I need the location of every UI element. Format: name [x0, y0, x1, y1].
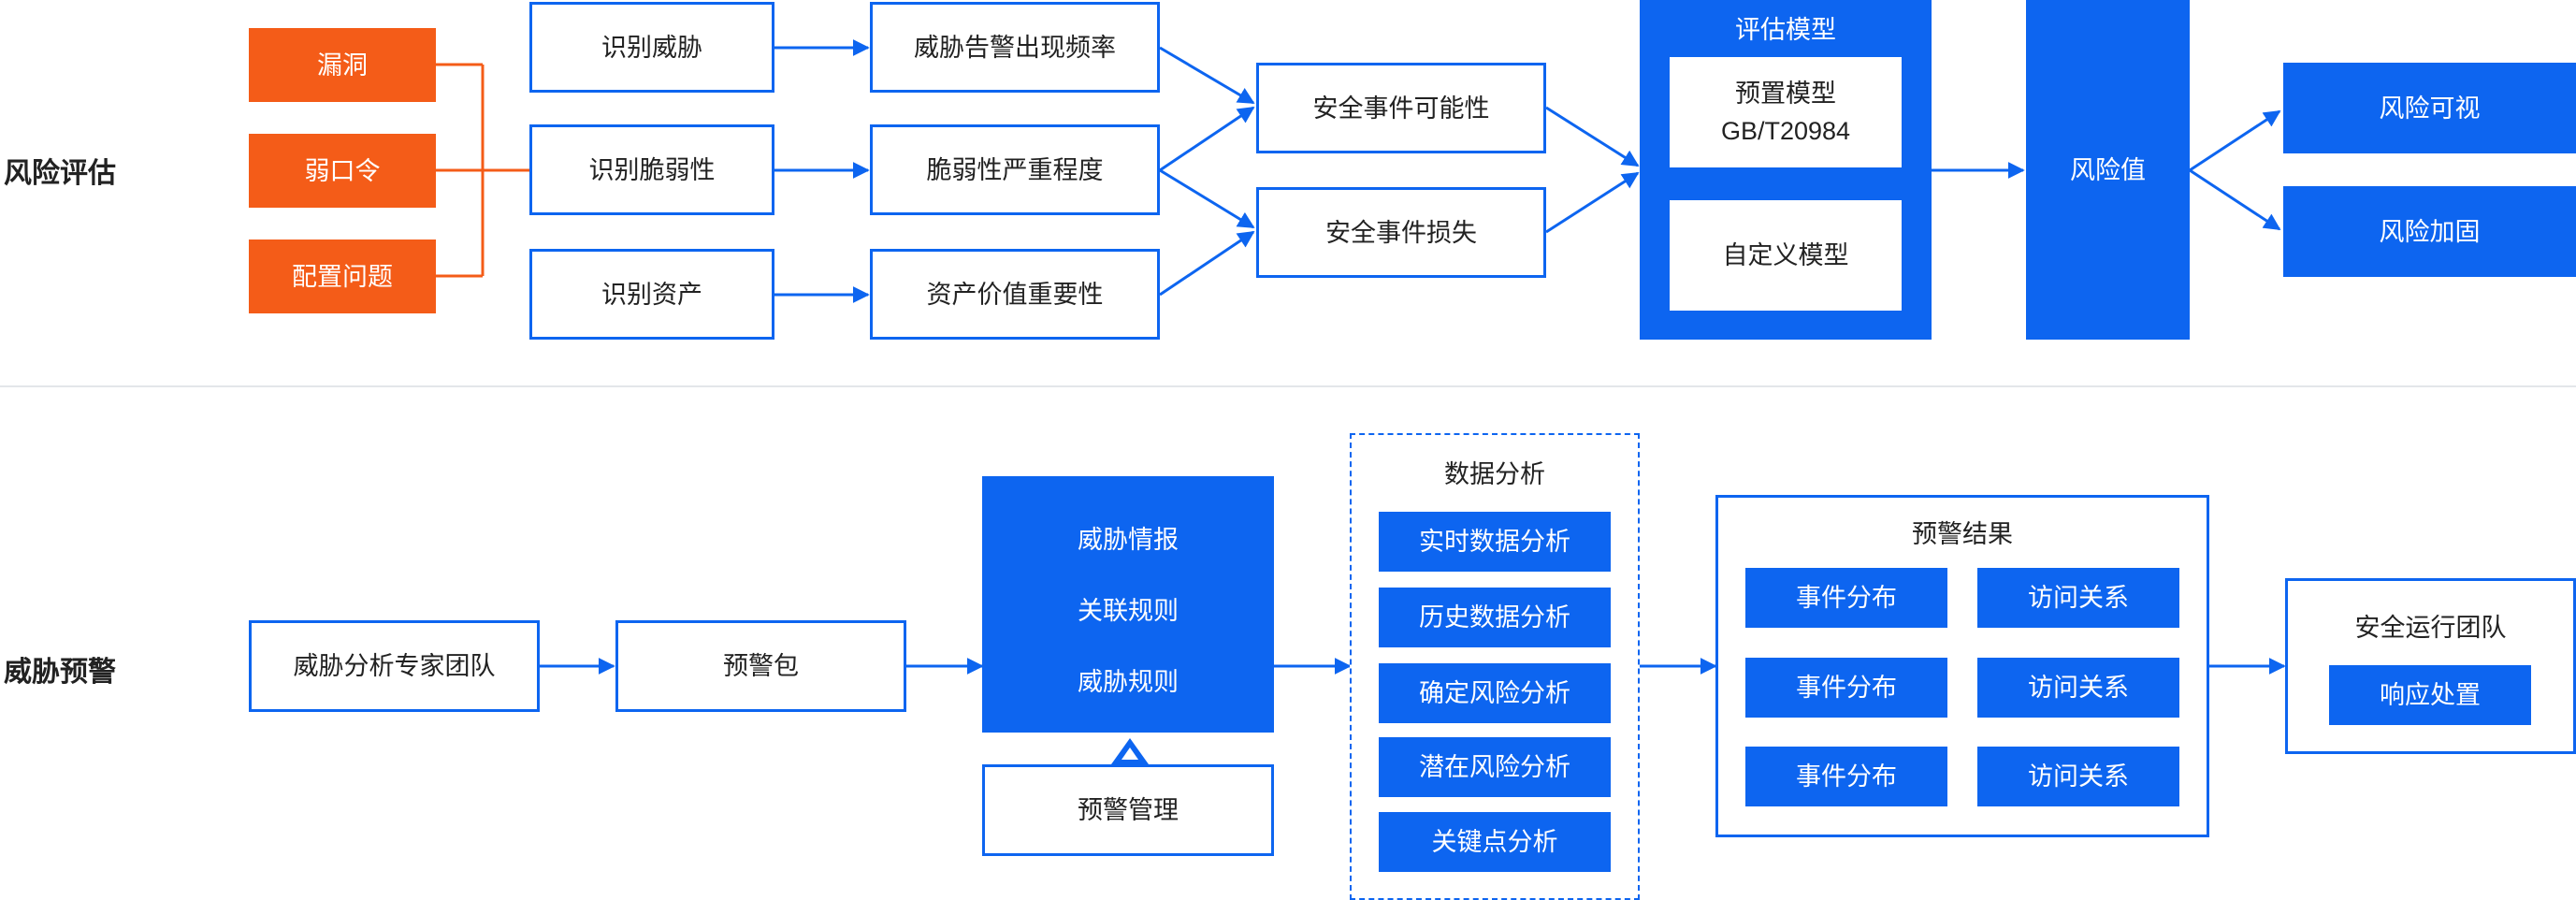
section-label-risk: 风险评估: [4, 158, 116, 189]
preset-model-standard: GB/T20984: [1720, 117, 1851, 145]
analysis-confirmed-risk: 确定风险分析: [1379, 663, 1611, 723]
result-access-relation: 访问关系: [1977, 658, 2179, 718]
threat-intel-item: 威胁情报: [1078, 526, 1179, 554]
analysis-historical: 历史数据分析: [1379, 588, 1611, 647]
result-event-distribution: 事件分布: [1745, 658, 1947, 718]
arrow-severity-to-loss: [1159, 168, 1255, 229]
section-divider: [0, 385, 2576, 387]
threat-analysis-team: 威胁分析专家团队: [249, 620, 540, 712]
factor-vulnerability-severity: 脆弱性严重程度: [870, 124, 1160, 215]
correlation-rules-item: 关联规则: [1078, 597, 1179, 625]
analysis-key-point: 关键点分析: [1379, 812, 1611, 872]
threat-intel-panel: [982, 476, 1274, 733]
arrow-likelihood-to-model: [1545, 106, 1640, 167]
arrow-severity-to-likelihood: [1159, 106, 1255, 172]
source-bracket: [436, 63, 529, 278]
custom-model: 自定义模型: [1670, 200, 1902, 311]
source-weak-password: 弱口令: [249, 134, 436, 208]
identify-threat: 识别威胁: [529, 2, 774, 93]
risk-value: 风险值: [2026, 0, 2190, 340]
analysis-potential-risk: 潜在风险分析: [1379, 737, 1611, 797]
warning-result-title: 预警结果: [1912, 520, 2013, 548]
result-event-distribution: 事件分布: [1745, 747, 1947, 806]
factor-asset-value: 资产价值重要性: [870, 249, 1160, 340]
security-ops-team-title: 安全运行团队: [2354, 614, 2507, 642]
analysis-realtime: 实时数据分析: [1379, 512, 1611, 572]
preset-model-name: 预置模型: [1735, 80, 1836, 108]
source-vulnerability: 漏洞: [249, 28, 436, 102]
arrow-value-to-visual: [2189, 109, 2281, 172]
arrow-loss-to-model: [1545, 171, 1640, 234]
event-loss: 安全事件损失: [1256, 187, 1546, 278]
result-access-relation: 访问关系: [1977, 568, 2179, 628]
response-action: 响应处置: [2329, 665, 2531, 725]
section-label-threat: 威胁预警: [4, 657, 116, 688]
arrow-value-to-loss: [1159, 230, 1255, 297]
result-event-distribution: 事件分布: [1745, 568, 1947, 628]
identify-vulnerability: 识别脆弱性: [529, 124, 774, 215]
management-up-arrow: [1111, 738, 1149, 764]
identify-asset: 识别资产: [529, 249, 774, 340]
arrow-value-to-hardening: [2189, 168, 2281, 231]
output-risk-visual: 风险可视: [2283, 63, 2576, 153]
assessment-model-title: 评估模型: [1735, 16, 1836, 44]
factor-threat-frequency: 威胁告警出现频率: [870, 2, 1160, 93]
event-likelihood: 安全事件可能性: [1256, 63, 1546, 153]
arrow-frequency-to-likelihood: [1159, 46, 1255, 105]
threat-rules-item: 威胁规则: [1078, 668, 1179, 696]
warning-package: 预警包: [615, 620, 906, 712]
data-analysis-title: 数据分析: [1444, 460, 1545, 488]
output-risk-hardening: 风险加固: [2283, 186, 2576, 277]
warning-management: 预警管理: [982, 764, 1274, 856]
result-access-relation: 访问关系: [1977, 747, 2179, 806]
source-misconfiguration: 配置问题: [249, 240, 436, 313]
preset-model: 预置模型 GB/T20984: [1670, 57, 1902, 167]
